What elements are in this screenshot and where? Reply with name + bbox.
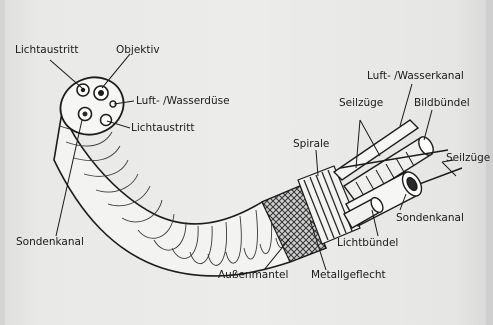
label-seilzuege-top: Seilzüge (339, 97, 383, 109)
label-aussenmantel: Außenmantel (218, 269, 288, 281)
label-bildbuendel: Bildbündel (414, 97, 470, 109)
label-spirale: Spirale (293, 138, 329, 150)
lichtaustritt-mid-window (101, 115, 112, 126)
label-seilzuege-right: Seilzüge (446, 152, 490, 164)
label-lichtaustritt-top: Lichtaustritt (15, 44, 78, 56)
label-lichtbuendel: Lichtbündel (337, 237, 398, 249)
label-metallgeflecht: Metallgeflecht (311, 269, 386, 281)
label-sondenkanal-right: Sondenkanal (396, 212, 464, 224)
label-luft-wasserduese: Luft- /Wasserdüse (136, 95, 230, 107)
label-sondenkanal-left: Sondenkanal (16, 236, 84, 248)
label-luft-wasserkanal: Luft- /Wasserkanal (367, 70, 464, 82)
label-lichtaustritt-mid: Lichtaustritt (131, 122, 194, 134)
label-objektiv: Objektiv (116, 44, 160, 56)
